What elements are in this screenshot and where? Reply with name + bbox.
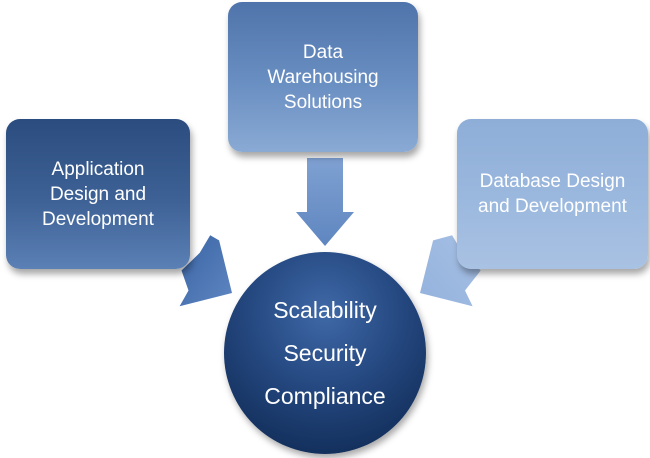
- application-design-box: Application Design and Development: [6, 119, 190, 269]
- box-left-line-3: Development: [42, 208, 154, 230]
- box-top-line-1: Data: [302, 41, 344, 63]
- database-design-box: Database Design and Development: [457, 119, 648, 269]
- box-left-line-1: Application: [51, 158, 145, 180]
- center-line-scalability: Scalability: [273, 296, 377, 323]
- box-top-line-2: Warehousing: [267, 66, 379, 88]
- box-right-line-2: and Development: [478, 196, 627, 217]
- arrow-right: [420, 235, 481, 307]
- arrow-top: [296, 158, 354, 246]
- center-circle: Scalability Security Compliance: [224, 252, 426, 454]
- box-top-line-3: Solutions: [283, 91, 363, 113]
- arrow-left: [179, 235, 232, 307]
- center-line-compliance: Compliance: [264, 382, 386, 409]
- box-left-line-2: Design and: [49, 183, 147, 205]
- center-line-security: Security: [283, 339, 367, 366]
- data-warehousing-box: Data Warehousing Solutions: [228, 2, 418, 152]
- box-right-line-1: Database Design: [479, 171, 626, 192]
